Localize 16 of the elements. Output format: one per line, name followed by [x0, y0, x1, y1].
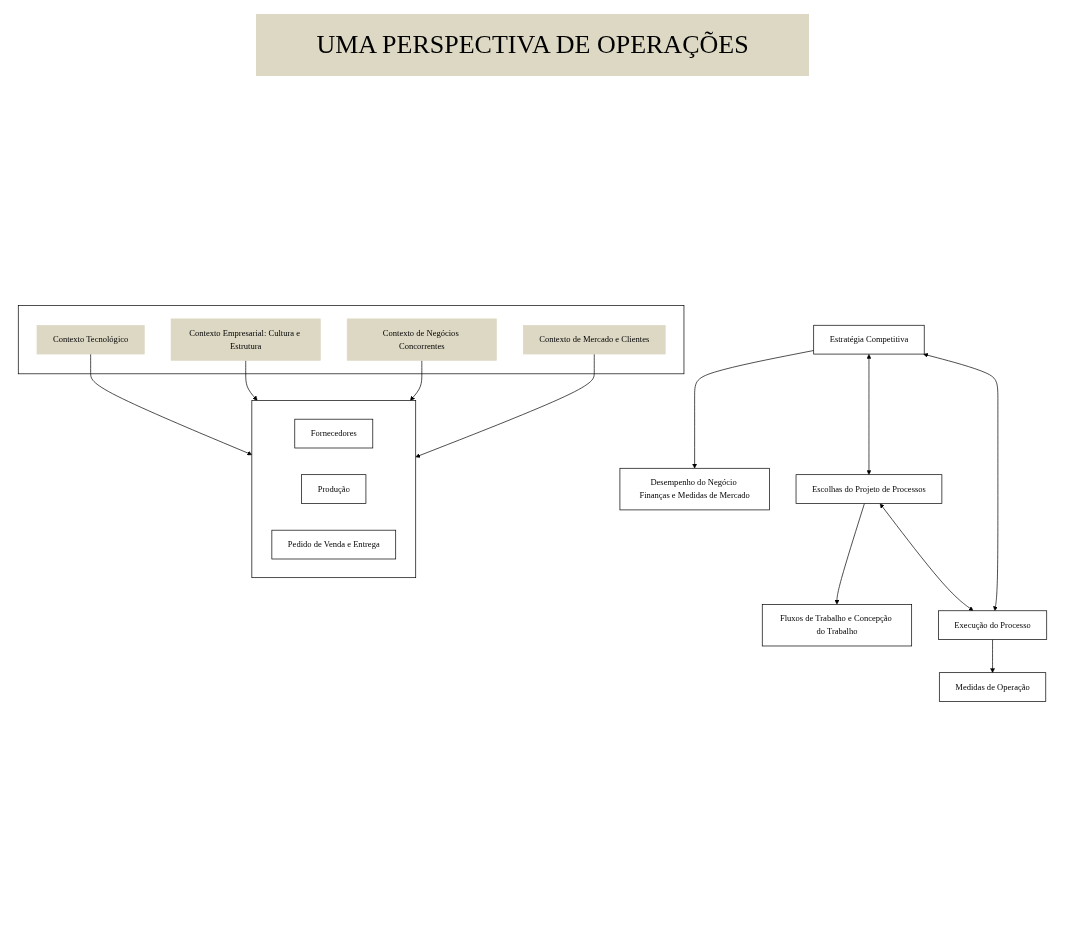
node-box: Escolhas do Projeto de Processos: [795, 474, 943, 504]
node-box: Produção: [301, 474, 367, 504]
node-box: Fornecedores: [294, 418, 374, 449]
node-box: Execução do Processo: [938, 610, 1048, 640]
node-box: Estratégia Competitiva: [813, 324, 925, 355]
cluster: [251, 400, 417, 579]
node-box: Desempenho do Negócio Finanças e Medidas de Mercado: [619, 467, 770, 511]
node-box: Medidas de Operação: [938, 672, 1047, 702]
node-box: Contexto Tecnológico: [36, 325, 145, 355]
node-box: Contexto de Mercado e Clientes: [522, 325, 666, 355]
node-box: Pedido de Venda e Entrega: [271, 529, 397, 560]
title-banner: UMA PERSPECTIVA DE OPERAÇÕES: [256, 14, 809, 76]
node-box: Contexto Empresarial: Cultura e Estrutura: [170, 318, 321, 361]
node-box: Contexto de Negócios Concorrentes: [346, 318, 497, 361]
cluster: [17, 305, 685, 375]
node-box: Fluxos de Trabalho e Concepção do Trabalho: [761, 604, 913, 647]
